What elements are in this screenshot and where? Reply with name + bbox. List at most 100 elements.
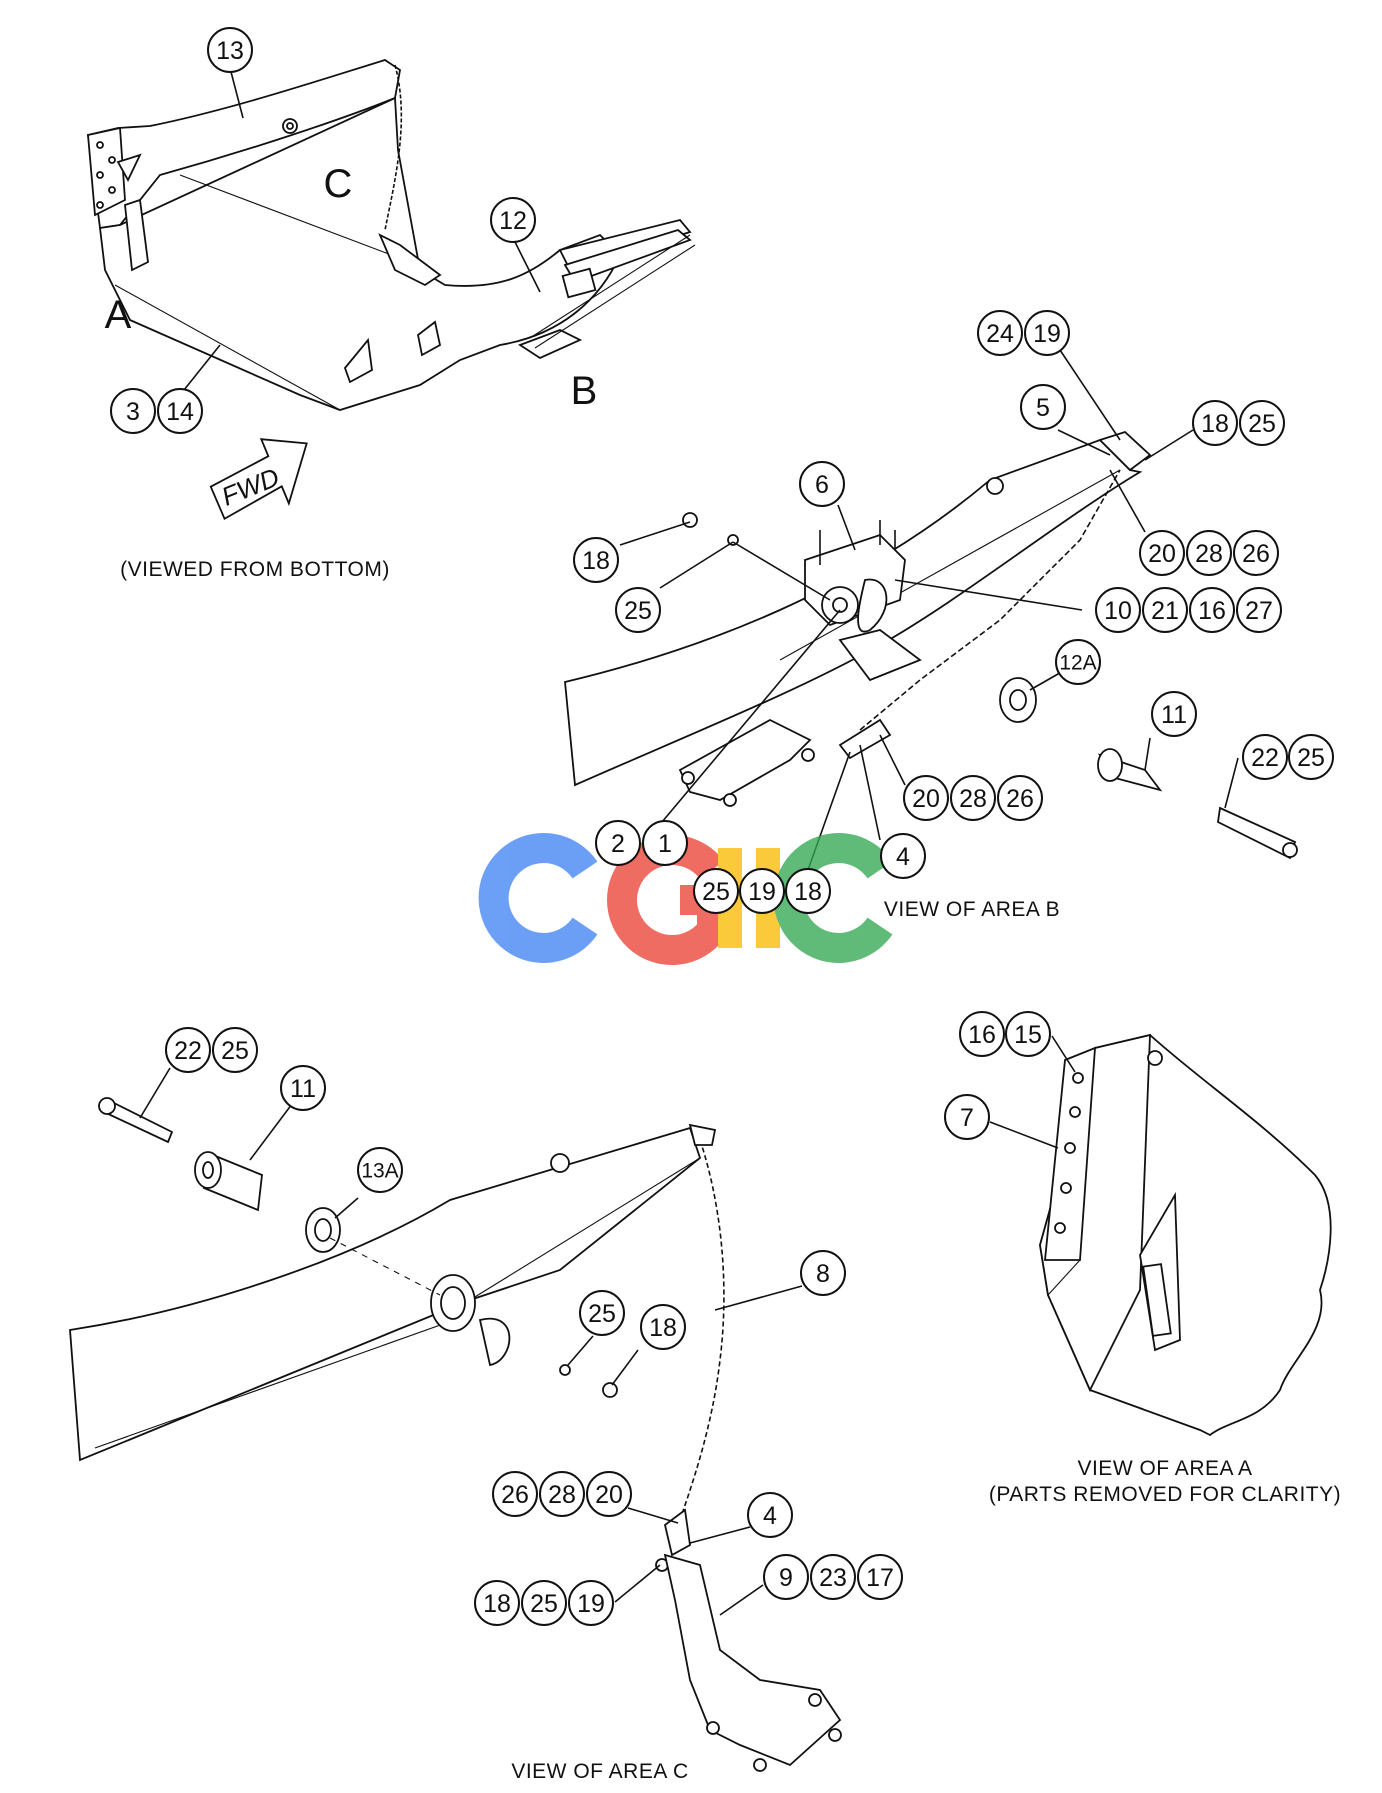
callout-label: 7 — [960, 1104, 974, 1132]
callout-label: 25 — [530, 1590, 558, 1618]
callout-bubble-area-b: 6 — [799, 461, 845, 507]
callout-circle — [595, 820, 641, 866]
callout-circle — [573, 537, 619, 583]
caption-viewed-from-bottom: (VIEWED FROM BOTTOM) — [120, 558, 390, 581]
callout-label: 18 — [483, 1590, 511, 1618]
callout-circle — [977, 310, 1023, 356]
callout-circle — [1151, 691, 1197, 737]
callout-circle — [357, 1147, 403, 1193]
callout-bubble-area-b: 18 — [573, 537, 619, 583]
callout-circle — [950, 775, 996, 821]
callout-bubble-area-b: 27 — [1236, 587, 1282, 633]
callout-circle — [615, 587, 661, 633]
area-letter-b: B — [571, 369, 598, 413]
callout-circle — [1139, 530, 1185, 576]
callout-label: 23 — [819, 1564, 847, 1592]
callout-circle — [1236, 587, 1282, 633]
callout-label: 11 — [290, 1075, 316, 1103]
callout-label: 4 — [896, 843, 910, 871]
area-a-assembly — [1039, 1033, 1332, 1437]
callout-bubble-area-b: 20 — [903, 775, 949, 821]
callout-label: 19 — [1033, 320, 1061, 348]
callout-bubble-overview: 14 — [157, 388, 203, 434]
callout-label: 25 — [624, 597, 652, 625]
callout-label: 12 — [499, 207, 527, 235]
callout-circle — [539, 1471, 585, 1517]
callout-bubble-area-c: 28 — [539, 1471, 585, 1517]
callout-label: 24 — [986, 320, 1014, 348]
callout-circle — [799, 461, 845, 507]
callout-label: 21 — [1151, 597, 1179, 625]
callout-bubble-area-b: 1 — [642, 820, 688, 866]
callout-circle — [110, 388, 156, 434]
caption-view-area-a: VIEW OF AREA A — [1077, 1457, 1252, 1480]
callout-label: 25 — [588, 1300, 616, 1328]
area-c-assembly — [69, 1097, 842, 1772]
callout-bubble-area-b: 16 — [1189, 587, 1235, 633]
callout-circle — [579, 1290, 625, 1336]
callout-label: 18 — [649, 1314, 677, 1342]
callout-circle — [693, 868, 739, 914]
overview-frame — [87, 59, 696, 411]
callout-bubble-area-b: 24 — [977, 310, 1023, 356]
callout-bubble-area-b: 19 — [739, 868, 785, 914]
callout-label: 17 — [866, 1564, 894, 1592]
callout-label: 12A — [1059, 652, 1096, 675]
callout-circle — [747, 1492, 793, 1538]
callout-label: 6 — [815, 471, 829, 499]
overview-leaders — [179, 67, 541, 396]
callout-circle — [903, 775, 949, 821]
callout-label: 28 — [1195, 540, 1223, 568]
callout-label: 22 — [174, 1037, 202, 1065]
callout-circle — [474, 1580, 520, 1626]
callout-bubble-area-c: 18 — [474, 1580, 520, 1626]
callout-circle — [944, 1094, 990, 1140]
callout-label: 15 — [1014, 1021, 1042, 1049]
callout-circle — [739, 868, 785, 914]
callout-bubble-area-a: 15 — [1005, 1011, 1051, 1057]
callout-circle — [1020, 384, 1066, 430]
callout-circle — [1186, 530, 1232, 576]
callout-bubble-area-c: 18 — [640, 1304, 686, 1350]
callout-bubble-area-b: 25 — [1288, 734, 1334, 780]
callout-bubble-area-c: 9 — [763, 1554, 809, 1600]
callout-bubble-area-b: 28 — [1186, 530, 1232, 576]
callout-bubble-overview: 13 — [207, 27, 253, 73]
callout-label: 20 — [1148, 540, 1176, 568]
callout-label: 26 — [1242, 540, 1270, 568]
callout-label: 13A — [361, 1160, 398, 1183]
callout-bubble-area-b: 18 — [785, 868, 831, 914]
callout-circle — [1233, 530, 1279, 576]
caption-parts-removed: (PARTS REMOVED FOR CLARITY) — [989, 1483, 1341, 1506]
callout-circle — [212, 1027, 258, 1073]
callout-label: 28 — [959, 785, 987, 813]
callout-circle — [1005, 1011, 1051, 1057]
callout-circle — [800, 1250, 846, 1296]
callout-circle — [1024, 310, 1070, 356]
callout-circle — [1095, 587, 1141, 633]
callout-bubble-area-c: 22 — [165, 1027, 211, 1073]
callout-circle — [763, 1554, 809, 1600]
callout-label: 20 — [595, 1481, 623, 1509]
callout-label: 9 — [779, 1564, 793, 1592]
callout-bubble-area-b: 25 — [615, 587, 661, 633]
callout-bubble-area-b: 19 — [1024, 310, 1070, 356]
callout-circle — [997, 775, 1043, 821]
callout-label: 16 — [968, 1021, 996, 1049]
callout-circle — [785, 868, 831, 914]
callout-bubble-area-c: 13A — [357, 1147, 403, 1193]
callout-bubble-overview: 12 — [490, 197, 536, 243]
callout-circle — [1288, 734, 1334, 780]
callout-circle — [586, 1471, 632, 1517]
callout-bubble-area-b: 26 — [1233, 530, 1279, 576]
callout-bubble-area-b: 18 — [1192, 400, 1238, 446]
callout-circle — [207, 27, 253, 73]
callout-bubble-overview: 3 — [110, 388, 156, 434]
callout-bubble-area-c: 26 — [492, 1471, 538, 1517]
callout-bubble-area-b: 12A — [1055, 639, 1101, 685]
callout-label: 22 — [1251, 744, 1279, 772]
callout-label: 25 — [1297, 744, 1325, 772]
area-b-leaders — [619, 349, 1239, 871]
